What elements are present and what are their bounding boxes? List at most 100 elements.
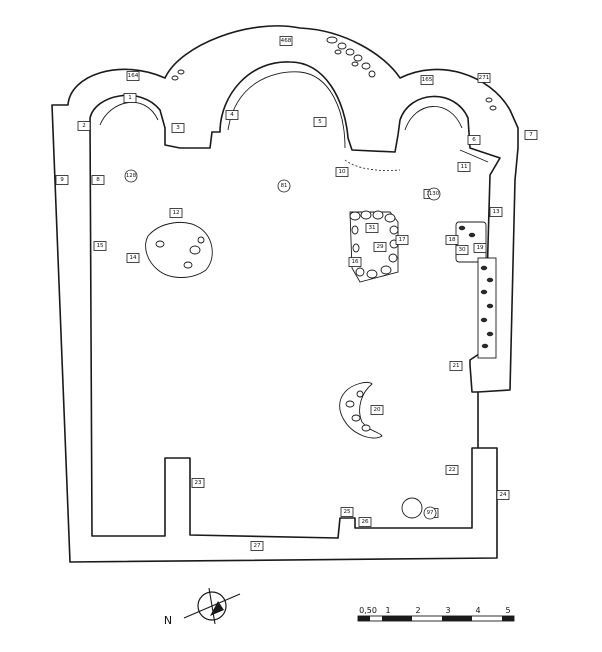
label-tag: 16 bbox=[348, 257, 362, 267]
label-tag: 9 bbox=[55, 175, 69, 185]
label-tag-text: 9 bbox=[60, 177, 64, 183]
label-tag-text: 21 bbox=[452, 363, 460, 369]
label-tag-text: 10 bbox=[338, 169, 346, 175]
outer-wall bbox=[51, 25, 519, 563]
scale-tick-label: 5 bbox=[505, 606, 510, 615]
stone-feature-crescent-details bbox=[345, 390, 371, 432]
apse-arc-right bbox=[404, 106, 463, 131]
label-tag: 8 bbox=[91, 175, 105, 185]
circle-label-text: 130 bbox=[429, 191, 440, 197]
label-tag-text: 16 bbox=[351, 259, 359, 265]
inner-wall bbox=[89, 61, 501, 393]
label-tag: 31 bbox=[365, 223, 379, 233]
label-tag-text: 22 bbox=[448, 467, 455, 473]
label-tag: 17 bbox=[395, 235, 409, 245]
scale-tick-label: 1 bbox=[385, 606, 390, 615]
label-tag: 20 bbox=[370, 405, 384, 415]
scale-tick-label: 4 bbox=[475, 606, 480, 615]
label-tag-text: 15 bbox=[96, 243, 104, 249]
label-tag-text: 30 bbox=[458, 247, 466, 253]
apse-stones bbox=[171, 36, 497, 111]
label-tag: 23 bbox=[191, 478, 205, 488]
label-tag: 7 bbox=[524, 130, 538, 140]
circle-label-text: 97 bbox=[427, 510, 434, 516]
north-arrow: N bbox=[164, 587, 241, 627]
label-tag-text: 164 bbox=[128, 73, 139, 79]
label-tag-text: 31 bbox=[368, 225, 376, 231]
label-tag: 26 bbox=[358, 517, 372, 527]
label-tag-text: 26 bbox=[361, 519, 369, 525]
north-letter: N bbox=[164, 614, 172, 627]
label-tag-text: 6 bbox=[472, 137, 476, 143]
circle-label-tag: 128 bbox=[124, 169, 138, 183]
label-tag: 19 bbox=[473, 243, 487, 253]
scale-zero-label: 0,50 bbox=[359, 606, 377, 615]
label-tag-text: 24 bbox=[499, 492, 507, 498]
label-tag: 30 bbox=[455, 245, 469, 255]
label-tag-text: 17 bbox=[398, 237, 406, 243]
label-tag: 12 bbox=[169, 208, 183, 218]
label-tag: 21 bbox=[449, 361, 463, 371]
label-tag-text: 11 bbox=[460, 164, 468, 170]
label-tag: 24 bbox=[496, 490, 510, 500]
stone-feature-center-details bbox=[349, 210, 399, 279]
stone-feature-crescent bbox=[339, 381, 383, 439]
label-tag: 11 bbox=[457, 162, 471, 172]
label-tag-text: 20 bbox=[373, 407, 381, 413]
label-tag-text: 4 bbox=[230, 112, 234, 118]
label-tag-text: 3 bbox=[176, 125, 180, 131]
circle-tag-layer: 128 81 130 97 bbox=[124, 169, 441, 520]
label-tag-text: 12 bbox=[172, 210, 179, 216]
label-tag: 18 bbox=[445, 235, 459, 245]
stone-feature-left-details bbox=[155, 236, 205, 269]
label-tag-text: 19 bbox=[476, 245, 484, 251]
label-tag: 25 bbox=[340, 507, 354, 517]
label-tag: 1 bbox=[123, 93, 137, 103]
label-tag: 22 bbox=[445, 465, 459, 475]
label-tag-text: 7 bbox=[529, 132, 533, 138]
label-tag-text: 271 bbox=[479, 75, 490, 81]
bench-line bbox=[459, 149, 489, 163]
label-tag-text: 8 bbox=[96, 177, 100, 183]
label-tag-text: 25 bbox=[343, 509, 351, 515]
apse-arc-left bbox=[99, 102, 159, 126]
label-tag: 13 bbox=[489, 207, 503, 217]
circle-label-text: 81 bbox=[281, 183, 288, 189]
apse-arc-center bbox=[227, 71, 346, 149]
label-tag-text: 27 bbox=[253, 543, 261, 549]
stone-wall-right bbox=[455, 221, 497, 359]
circle-label-tag: 97 bbox=[423, 506, 437, 520]
label-tag: 165 bbox=[420, 75, 434, 85]
label-tag: 468 bbox=[279, 36, 293, 46]
label-tag: 10 bbox=[335, 167, 349, 177]
circle-label-tag: 81 bbox=[277, 179, 291, 193]
inner-south-wall bbox=[89, 117, 478, 539]
label-tag: 5 bbox=[313, 117, 327, 127]
label-tag: 27 bbox=[250, 541, 264, 551]
label-tag: 271 bbox=[477, 73, 491, 83]
label-tag: 164 bbox=[126, 71, 140, 81]
label-tag-text: 1 bbox=[128, 95, 132, 101]
pit-circle bbox=[401, 497, 423, 519]
scale-tick-label: 3 bbox=[445, 606, 450, 615]
label-tag: 14 bbox=[126, 253, 140, 263]
circle-label-text: 128 bbox=[126, 173, 137, 179]
scale-tick-label: 2 bbox=[415, 606, 420, 615]
label-tag-text: 5 bbox=[318, 119, 322, 125]
label-tag-text: 14 bbox=[129, 255, 137, 261]
label-tag-text: 13 bbox=[492, 209, 500, 215]
label-tag: 29 bbox=[373, 242, 387, 252]
label-tag: 4 bbox=[225, 110, 239, 120]
label-tag: 3 bbox=[171, 123, 185, 133]
label-tag-text: 468 bbox=[281, 38, 292, 44]
scale-bar: 0,50 1 2 3 4 5 bbox=[357, 606, 515, 622]
label-tag: 2 bbox=[77, 121, 91, 131]
label-tag-text: 18 bbox=[448, 237, 456, 243]
circle-label-tag: 130 bbox=[427, 187, 441, 201]
robbed-wall-line bbox=[344, 159, 401, 171]
label-tag: 15 bbox=[93, 241, 107, 251]
label-tag: 6 bbox=[467, 135, 481, 145]
label-tag-text: 2 bbox=[82, 123, 86, 129]
